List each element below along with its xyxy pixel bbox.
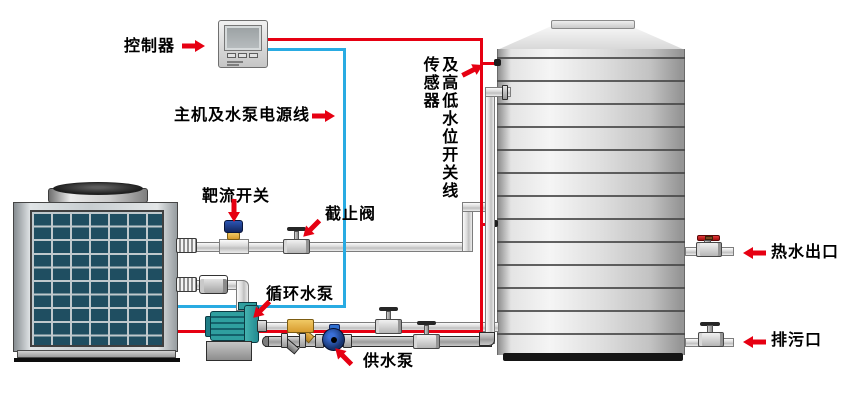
tank-sensor-point-upper <box>494 59 501 66</box>
tank-top-cone <box>497 26 685 50</box>
label-power-line: 主机及水泵电源线 <box>174 105 311 124</box>
controller-slot <box>227 61 243 63</box>
sensor-wire-top <box>268 38 483 41</box>
pipe-supply-end-cap <box>262 336 269 347</box>
hot-valve-hub <box>705 236 713 240</box>
check-valve <box>199 275 228 294</box>
label-drain-outlet: 排污口 <box>771 330 823 349</box>
label-stop-valve: 截止阀 <box>325 204 377 223</box>
label-circulation-pump: 循环水泵 <box>266 284 335 303</box>
drain-valve-handle <box>700 322 720 326</box>
flow-switch-fitting <box>219 239 249 254</box>
label-sensor-line-col2: 及高低水位开关线 <box>439 56 459 200</box>
circulation-pump-outlet <box>257 320 267 332</box>
label-sensor-line: 传感器 及高低水位开关线 <box>420 56 459 200</box>
heat-pump-fan-icon <box>53 182 143 195</box>
return-valve-handle <box>379 307 398 311</box>
arrow-controller-icon <box>182 40 205 52</box>
heat-pump-base <box>17 350 176 358</box>
controller-button <box>238 53 247 58</box>
controller-screen <box>224 25 262 51</box>
stop-valve-body <box>283 239 310 254</box>
power-wire-vertical <box>343 48 346 308</box>
heat-pump-grille <box>30 210 164 347</box>
tank-inlet-flange <box>502 85 508 100</box>
stop-valve-handle <box>287 227 306 231</box>
label-supply-pump: 供水泵 <box>363 351 415 370</box>
flow-switch-brass <box>227 232 240 240</box>
supply-valve-body <box>413 334 440 349</box>
arrow-flow-switch-icon <box>228 199 240 222</box>
power-wire-top <box>268 48 346 51</box>
supply-strainer-flange <box>299 333 306 348</box>
pipe-union-upper <box>176 238 197 253</box>
tank-band-lines <box>497 57 685 343</box>
sensor-wire-vertical <box>480 38 483 333</box>
arrow-hot-water-icon <box>743 247 766 259</box>
arrow-circulation-pump-icon <box>253 299 272 318</box>
controller-button <box>227 53 236 58</box>
hot-valve-body <box>696 242 722 257</box>
arrow-stop-valve-icon <box>303 218 322 237</box>
arrow-power-line-icon <box>312 110 335 122</box>
pipe-tank-riser <box>485 88 495 344</box>
heat-pump-shadow <box>14 358 180 362</box>
label-sensor-line-col1: 传感器 <box>420 56 440 110</box>
sensor-wire-stub-upper <box>483 62 497 65</box>
label-flow-switch: 靶流开关 <box>202 186 271 205</box>
label-controller: 控制器 <box>124 36 176 55</box>
supply-valve-handle <box>417 321 436 325</box>
tank-base <box>503 353 683 361</box>
pipe-supply-bottom-elbow <box>479 332 495 346</box>
pipe-riser-top-elbow <box>485 87 511 97</box>
controller-slot <box>227 64 239 66</box>
y-strainer <box>287 319 314 333</box>
supply-pump-hub <box>331 337 337 343</box>
circulation-pump-base <box>206 341 252 361</box>
supply-strainer-flange <box>281 333 288 348</box>
controller-button <box>249 53 258 58</box>
tank-lid <box>551 20 635 29</box>
arrow-supply-pump-icon <box>335 348 354 367</box>
circulation-pump-motor <box>210 311 250 341</box>
pipe-union-lower <box>176 277 197 292</box>
return-valve-body <box>375 319 402 334</box>
drain-valve-body <box>698 332 724 347</box>
arrow-drain-icon <box>743 336 766 348</box>
label-hot-water-outlet: 热水出口 <box>771 242 840 261</box>
arrow-sensor-line-icon <box>461 64 483 78</box>
